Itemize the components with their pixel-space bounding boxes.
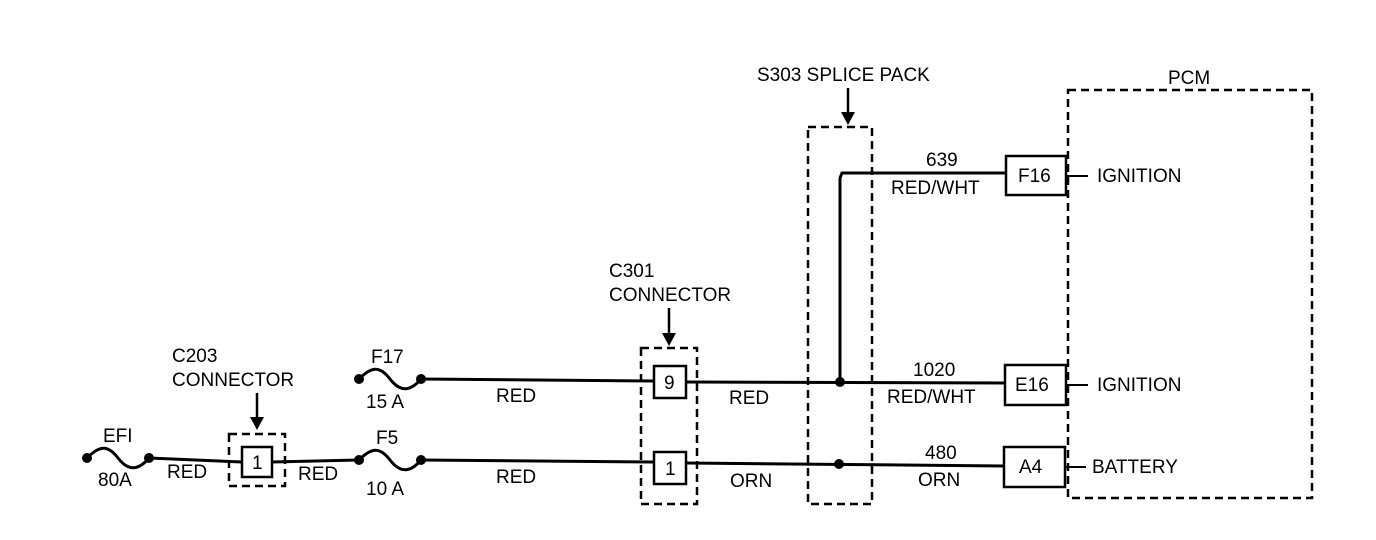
wire-label-f5-to-c301: RED	[496, 467, 536, 488]
c203-arrow-head	[250, 417, 264, 430]
pin-label-a4: A4	[1019, 457, 1043, 478]
pcm-pin-e16: E16 IGNITION 1020 RED/WHT	[887, 360, 1181, 408]
pcm-pin-a4: A4 BATTERY 480 ORN	[918, 443, 1178, 491]
fuse-f17-element	[357, 367, 423, 391]
wire-c203-to-f5	[271, 458, 360, 464]
fuse-f5: F5 10 A	[354, 428, 426, 500]
connector-c203: C203 CONNECTOR 1	[172, 346, 294, 488]
wire-efi-to-c203	[148, 456, 243, 464]
splice-pack-label: S303 SPLICE PACK	[757, 65, 930, 86]
c301-pin-9-box	[652, 364, 688, 400]
splice-pack-s303: S303 SPLICE PACK	[757, 65, 930, 506]
splice-pack-arrow-head	[841, 112, 855, 125]
wire-color-480: ORN	[918, 470, 960, 491]
fuse-efi-rating: 80A	[98, 470, 132, 491]
wire-f5-to-c301	[420, 458, 655, 464]
wire-c301-pin1-out	[685, 461, 1005, 468]
pcm-module: PCM	[1066, 68, 1314, 500]
pin-label-e16: E16	[1015, 375, 1049, 396]
fuse-efi-element	[85, 446, 151, 470]
fuse-f17: F17 15 A	[354, 347, 426, 413]
circuit-number-639: 639	[926, 150, 958, 171]
c301-label-line1: C301	[609, 261, 654, 282]
fuse-f5-element	[357, 448, 423, 472]
wire-label-c301-pin1-out: ORN	[730, 471, 772, 492]
pcm-outline	[1066, 88, 1314, 500]
wire-color-1020: RED/WHT	[887, 387, 976, 408]
pcm-title: PCM	[1168, 68, 1210, 89]
c203-label-line1: C203	[172, 346, 217, 367]
c301-pin-9-label: 9	[664, 373, 675, 394]
pin-function-f16: IGNITION	[1097, 166, 1181, 187]
connector-c301: C301 CONNECTOR 9 1	[609, 261, 731, 506]
pin-box-e16	[1003, 363, 1068, 407]
c301-arrow-head	[662, 333, 676, 346]
wire-label-c203-to-f5: RED	[298, 464, 338, 485]
pin-label-f16: F16	[1018, 166, 1051, 187]
splice-dot-upper	[835, 377, 845, 387]
fuse-efi-name: EFI	[103, 426, 133, 447]
splice-dot-lower	[834, 459, 844, 469]
wire-label-c301-pin9-out: RED	[729, 388, 769, 409]
fuse-f5-name: F5	[376, 428, 398, 449]
c301-pin-1-box	[652, 450, 688, 486]
c301-outline	[639, 346, 699, 506]
pcm-pin-f16: F16 IGNITION 639 RED/WHT	[891, 150, 1181, 199]
c203-label-line2: CONNECTOR	[172, 370, 294, 391]
splice-bus-wire	[838, 171, 1005, 382]
wire-f17-to-c301	[420, 377, 655, 383]
circuit-number-1020: 1020	[913, 360, 955, 381]
pin-box-f16	[1004, 154, 1068, 197]
fuse-f17-name: F17	[371, 347, 404, 368]
fuse-f5-rating: 10 A	[366, 479, 404, 500]
wire-color-639: RED/WHT	[891, 178, 980, 199]
splice-pack-outline	[806, 125, 874, 506]
fuse-f17-rating: 15 A	[366, 392, 404, 413]
wire-label-f17-to-c301: RED	[496, 386, 536, 407]
c203-pin-1-label: 1	[252, 453, 263, 474]
fuse-efi: EFI 80A	[82, 426, 154, 491]
pin-function-a4: BATTERY	[1092, 457, 1178, 478]
pin-box-a4	[1002, 445, 1067, 489]
c301-label-line2: CONNECTOR	[609, 285, 731, 306]
wire-c301-pin9-out	[685, 380, 1006, 385]
c301-pin-1-label: 1	[665, 459, 676, 480]
circuit-number-480: 480	[925, 443, 957, 464]
wire-label-efi-to-c203: RED	[167, 462, 207, 483]
pin-function-e16: IGNITION	[1097, 375, 1181, 396]
